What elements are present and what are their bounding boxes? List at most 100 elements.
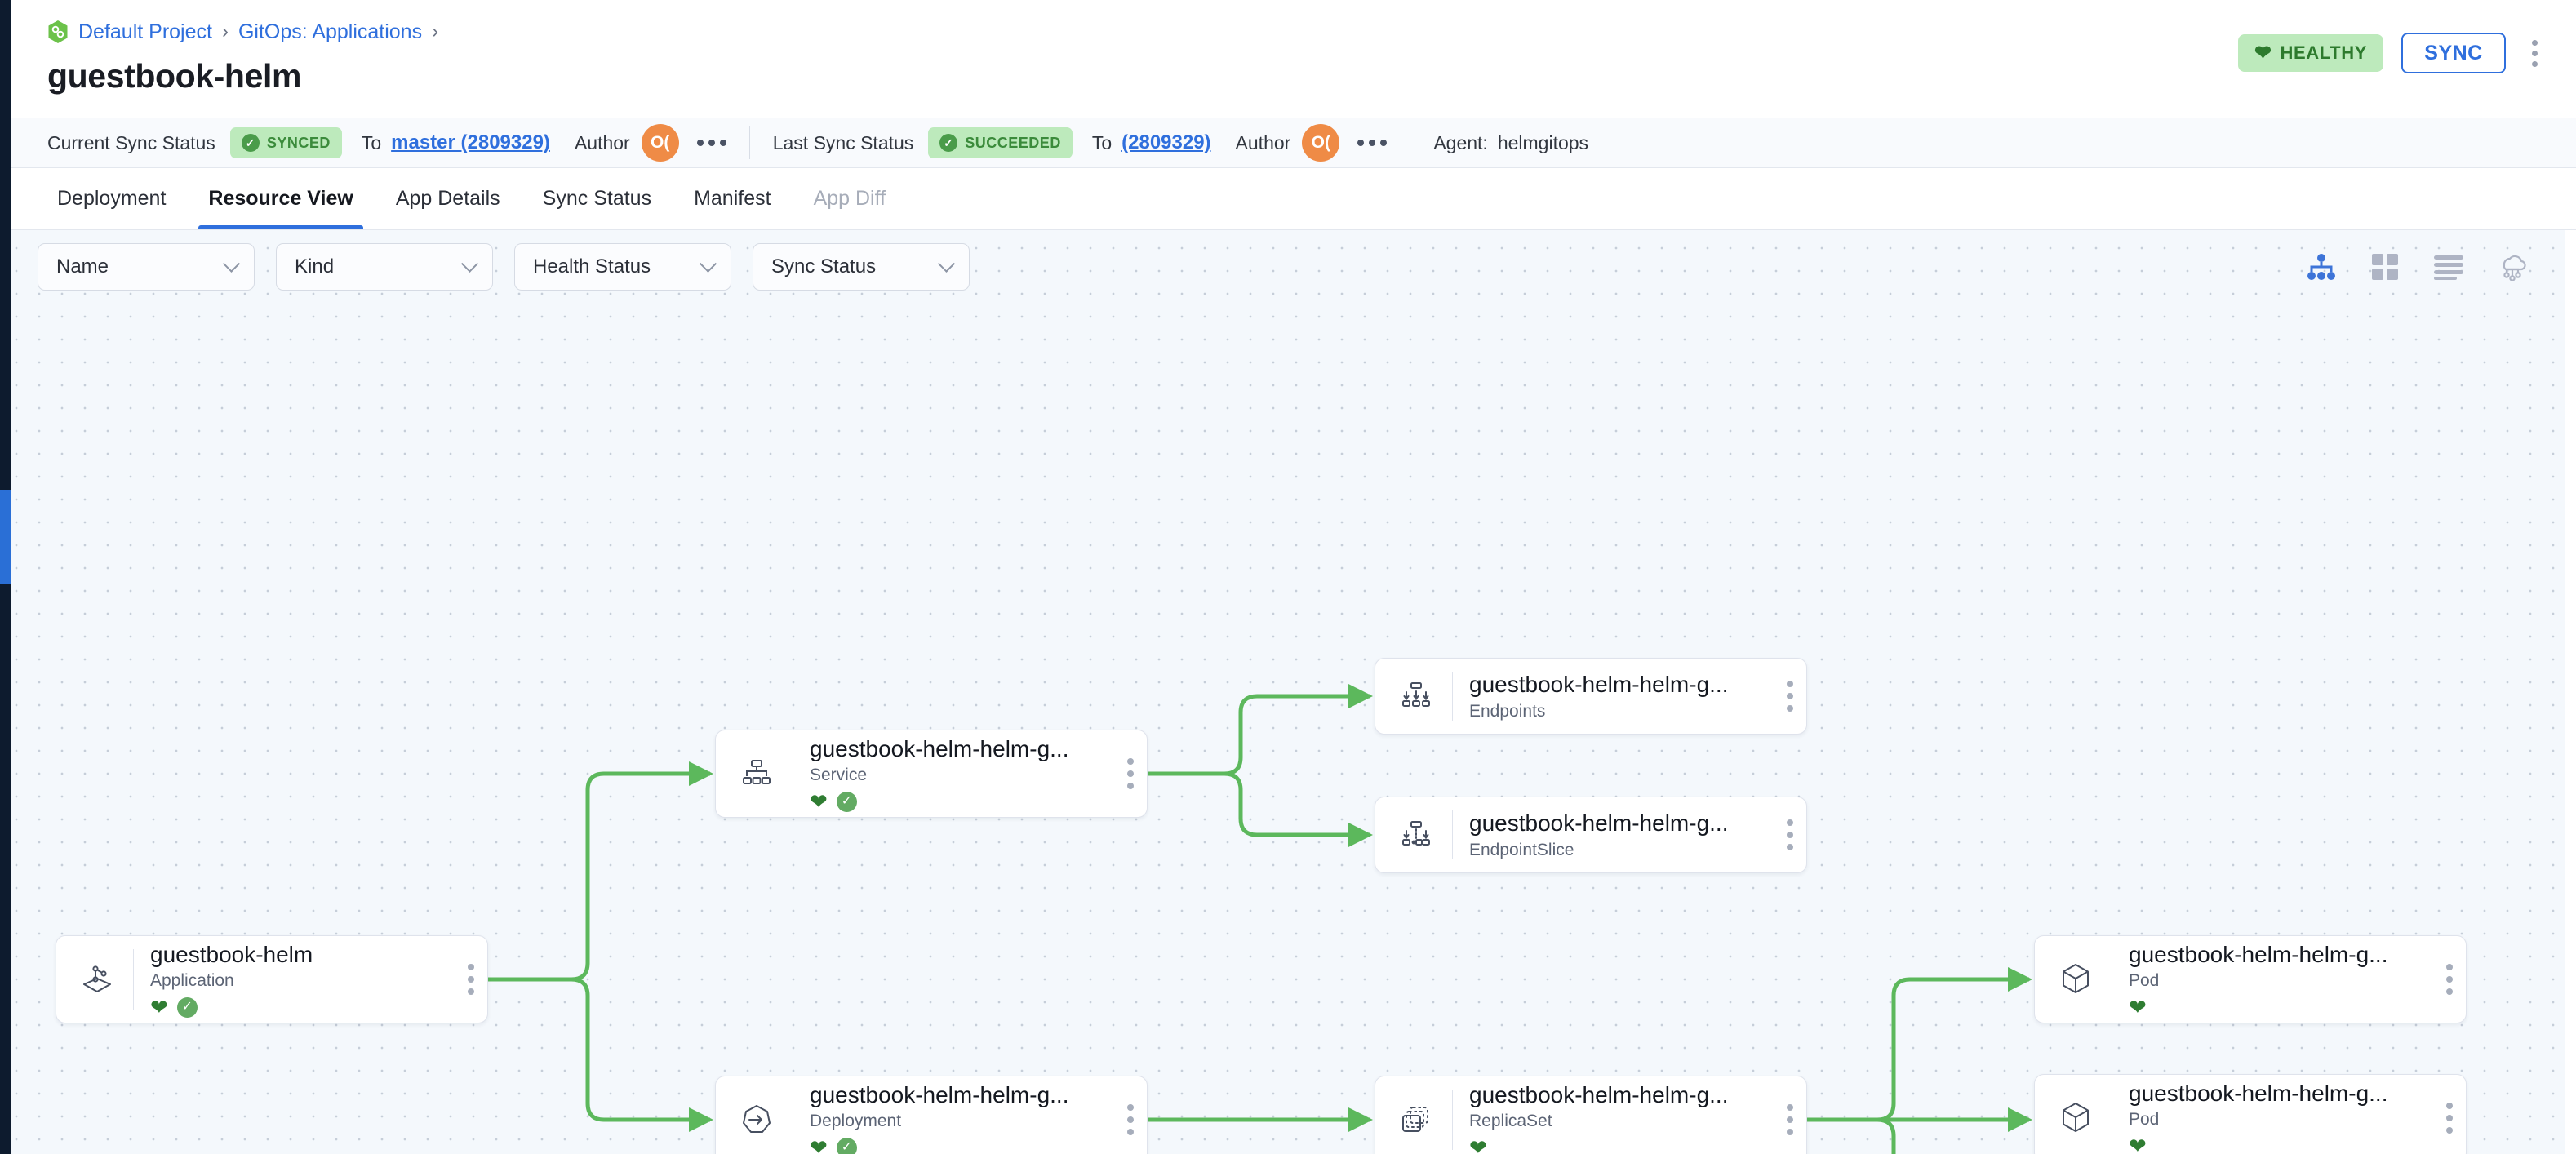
node-overflow-menu-icon[interactable] bbox=[455, 936, 487, 1023]
graph-node-application[interactable]: guestbook-helm Application ❤ ✓ bbox=[56, 935, 488, 1023]
last-sync-status-badge: ✓ SUCCEEDED bbox=[928, 127, 1073, 158]
node-overflow-menu-icon[interactable] bbox=[1774, 797, 1806, 872]
heart-icon: ❤ bbox=[2254, 41, 2272, 64]
node-kind: Pod bbox=[2129, 1110, 2160, 1130]
node-overflow-menu-icon[interactable] bbox=[2433, 1075, 2466, 1154]
agent-label: Agent: bbox=[1433, 131, 1488, 153]
node-content: guestbook-helm-helm-g... Service ❤ ✓ bbox=[810, 735, 1114, 812]
node-content: guestbook-helm-helm-g... ReplicaSet ❤ bbox=[1469, 1081, 1774, 1154]
view-mode-switcher bbox=[2303, 230, 2530, 304]
node-content: guestbook-helm-helm-g... EndpointSlice bbox=[1469, 810, 1774, 859]
node-content: guestbook-helm-helm-g... Pod ❤ bbox=[2129, 1080, 2433, 1154]
graph-node-pod-2[interactable]: guestbook-helm-helm-g... Pod ❤ bbox=[2034, 1074, 2467, 1154]
node-title: guestbook-helm-helm-g... bbox=[1469, 810, 1729, 837]
node-content: guestbook-helm-helm-g... Deployment ❤ ✓ bbox=[810, 1081, 1114, 1154]
node-kind: Service bbox=[810, 766, 868, 785]
node-content: guestbook-helm-helm-g... Endpoints bbox=[1469, 671, 1774, 721]
current-sync-status-label: Current Sync Status bbox=[47, 131, 215, 153]
filter-health-status-label: Health Status bbox=[533, 255, 651, 277]
replicaset-icon bbox=[1393, 1104, 1439, 1135]
node-kind: Application bbox=[150, 971, 234, 991]
header-overflow-menu-icon[interactable] bbox=[2524, 35, 2545, 71]
tab-app-details[interactable]: App Details bbox=[395, 187, 500, 210]
graph-node-service[interactable]: guestbook-helm-helm-g... Service ❤ ✓ bbox=[715, 730, 1148, 818]
node-status-badges: ❤ ✓ bbox=[810, 1137, 1106, 1154]
node-overflow-menu-icon[interactable] bbox=[1774, 1076, 1806, 1154]
node-overflow-menu-icon[interactable] bbox=[2433, 936, 2466, 1023]
chevron-down-icon bbox=[460, 255, 479, 273]
grid-view-icon[interactable] bbox=[2367, 249, 2403, 285]
filter-health-status-select[interactable]: Health Status bbox=[514, 243, 731, 291]
health-status-label: HEALTHY bbox=[2280, 42, 2367, 63]
node-status-badges: ❤ ✓ bbox=[150, 996, 446, 1018]
graph-node-deployment[interactable]: guestbook-helm-helm-g... Deployment ❤ ✓ bbox=[715, 1076, 1148, 1154]
network-view-icon[interactable] bbox=[2494, 249, 2530, 285]
edge-application-service bbox=[488, 761, 714, 982]
agent-info: Agent: helmgitops bbox=[1433, 132, 1588, 154]
resource-graph-canvas[interactable]: Name Kind Health Status Sync Status bbox=[0, 230, 2565, 1154]
health-status-badge: ❤ HEALTHY bbox=[2237, 34, 2383, 72]
graph-node-endpoints[interactable]: guestbook-helm-helm-g... Endpoints bbox=[1375, 658, 1807, 735]
current-sync-status-value: SYNCED bbox=[266, 134, 331, 151]
node-kind: ReplicaSet bbox=[1469, 1112, 1552, 1131]
list-view-icon[interactable] bbox=[2431, 249, 2467, 285]
edge-application-deployment bbox=[488, 977, 714, 1132]
application-icon bbox=[74, 962, 120, 996]
last-author-label: Author bbox=[1235, 131, 1291, 153]
node-kind: Pod bbox=[2129, 971, 2160, 991]
node-overflow-menu-icon[interactable] bbox=[1114, 1076, 1147, 1154]
check-circle-icon: ✓ bbox=[241, 134, 260, 152]
graph-node-replicaset[interactable]: guestbook-helm-helm-g... ReplicaSet ❤ bbox=[1375, 1076, 1807, 1154]
app-navigation-rail[interactable] bbox=[0, 0, 11, 1154]
check-circle-icon: ✓ bbox=[836, 791, 857, 812]
check-circle-icon: ✓ bbox=[836, 1137, 857, 1154]
tab-resource-view[interactable]: Resource View bbox=[187, 168, 374, 229]
divider bbox=[1452, 1090, 1453, 1150]
chevron-down-icon bbox=[937, 255, 956, 273]
node-title: guestbook-helm-helm-g... bbox=[810, 735, 1069, 761]
argo-logo-icon bbox=[47, 20, 69, 44]
current-revision-link[interactable]: master (2809329) bbox=[391, 131, 550, 153]
divider bbox=[748, 126, 750, 159]
sync-status-bar: Current Sync Status ✓ SYNCED To master (… bbox=[11, 118, 2576, 168]
tab-deployment[interactable]: Deployment bbox=[57, 187, 167, 210]
tab-manifest[interactable]: Manifest bbox=[694, 187, 771, 210]
node-title: guestbook-helm-helm-g... bbox=[1469, 672, 1729, 698]
tree-view-icon[interactable] bbox=[2303, 249, 2339, 285]
heart-icon: ❤ bbox=[1469, 1135, 1487, 1154]
heart-icon: ❤ bbox=[810, 789, 828, 814]
node-title: guestbook-helm-helm-g... bbox=[2129, 1080, 2388, 1106]
breadcrumb-separator: › bbox=[221, 20, 229, 42]
last-author-avatar[interactable]: O( bbox=[1302, 124, 1340, 162]
node-kind: Endpoints bbox=[1469, 701, 1546, 721]
node-status-badges: ❤ bbox=[1469, 1137, 1765, 1154]
endpoints-icon bbox=[1393, 681, 1439, 711]
breadcrumb: Default Project › GitOps: Applications › bbox=[47, 18, 2540, 46]
deployment-icon bbox=[734, 1103, 779, 1136]
last-revision-link[interactable]: (2809329) bbox=[1121, 131, 1211, 153]
tab-app-diff: App Diff bbox=[813, 187, 886, 210]
filter-name-select[interactable]: Name bbox=[38, 243, 255, 291]
agent-value: helmgitops bbox=[1497, 131, 1589, 153]
edge-replicaset-pod1 bbox=[1807, 967, 2033, 1122]
node-title: guestbook-helm-helm-g... bbox=[1469, 1081, 1729, 1107]
sync-button[interactable]: SYNC bbox=[2401, 33, 2506, 73]
tab-sync-status[interactable]: Sync Status bbox=[542, 187, 652, 210]
node-title: guestbook-helm-helm-g... bbox=[2129, 941, 2388, 967]
node-overflow-menu-icon[interactable] bbox=[1774, 659, 1806, 734]
current-sync-status-badge: ✓ SYNCED bbox=[229, 127, 342, 158]
current-sync-overflow-icon[interactable] bbox=[696, 140, 726, 146]
breadcrumb-item-gitops-applications[interactable]: GitOps: Applications bbox=[238, 20, 423, 43]
filter-sync-status-select[interactable]: Sync Status bbox=[753, 243, 970, 291]
graph-node-endpointslice[interactable]: guestbook-helm-helm-g... EndpointSlice bbox=[1375, 797, 1807, 873]
current-author-avatar[interactable]: O( bbox=[641, 124, 679, 162]
filter-kind-label: Kind bbox=[295, 255, 335, 277]
node-overflow-menu-icon[interactable] bbox=[1114, 730, 1147, 817]
pod-icon bbox=[2053, 962, 2099, 996]
breadcrumb-item-default-project[interactable]: Default Project bbox=[78, 20, 212, 43]
header-actions: ❤ HEALTHY SYNC bbox=[2237, 33, 2545, 73]
filter-kind-select[interactable]: Kind bbox=[276, 243, 493, 291]
edge-replicaset-pod3 bbox=[1807, 1117, 1896, 1154]
last-sync-overflow-icon[interactable] bbox=[1357, 140, 1388, 146]
graph-node-pod-1[interactable]: guestbook-helm-helm-g... Pod ❤ bbox=[2034, 935, 2467, 1023]
